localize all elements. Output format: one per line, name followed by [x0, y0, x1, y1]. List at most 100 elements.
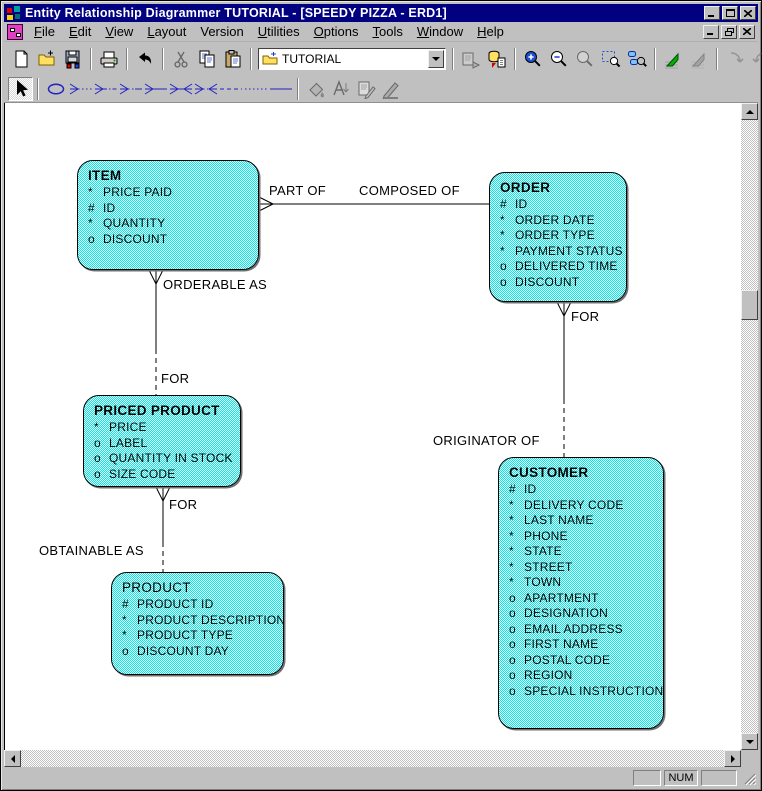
- attribute-prefix: o: [122, 643, 129, 658]
- print-button[interactable]: [96, 46, 122, 72]
- attribute-row: *PRICE PAID: [88, 185, 258, 201]
- menu-version[interactable]: Version: [200, 24, 244, 39]
- relationship-many-mandatory-tool[interactable]: [143, 77, 168, 101]
- mdi-minimize-button[interactable]: [703, 24, 719, 39]
- maximize-button[interactable]: [722, 6, 738, 20]
- requery-icon: [461, 49, 481, 69]
- relationship-one-dashed-tool[interactable]: [218, 77, 243, 101]
- relationship-label-originator-of[interactable]: ORIGINATOR OF: [433, 433, 540, 448]
- menu-options[interactable]: Options: [313, 24, 359, 39]
- zoom-out-button[interactable]: [546, 46, 572, 72]
- new-diagram-button[interactable]: [8, 46, 34, 72]
- relationship-item-priced-product[interactable]: [148, 269, 164, 395]
- scroll-right-button[interactable]: [724, 750, 741, 767]
- relationship-order-customer[interactable]: [556, 301, 572, 457]
- zoomrect-icon: [601, 49, 621, 69]
- entity-order[interactable]: ORDER#ID*ORDER DATE*ORDER TYPE*PAYMENT S…: [489, 172, 627, 302]
- crows-foot-icon: [556, 301, 572, 317]
- scroll-left-button[interactable]: [4, 750, 21, 767]
- relationship-label-for[interactable]: FOR: [571, 309, 600, 324]
- line4-icon: [143, 81, 169, 97]
- entity-customer[interactable]: CUSTOMER#ID*DELIVERY CODE*LAST NAME*PHON…: [498, 457, 664, 729]
- vertical-scroll-thumb[interactable]: [741, 290, 758, 320]
- resync-icon: [663, 49, 683, 69]
- undo-button[interactable]: [132, 46, 158, 72]
- relationship-label-obtainable-as[interactable]: OBTAINABLE AS: [39, 543, 144, 558]
- minimize-button[interactable]: [704, 6, 720, 20]
- relationship-label-for[interactable]: FOR: [169, 497, 198, 512]
- entity-product[interactable]: PRODUCT#PRODUCT ID*PRODUCT DESCRIPTION*P…: [111, 572, 284, 675]
- menu-view[interactable]: View: [105, 24, 134, 39]
- paste-button[interactable]: [220, 46, 246, 72]
- open-diagram-button[interactable]: [34, 46, 60, 72]
- diagram-selector-combo[interactable]: TUTORIAL: [258, 47, 446, 70]
- menu-tools[interactable]: Tools: [372, 24, 403, 39]
- attribute-name: PRICE: [109, 420, 147, 434]
- relationship-label-orderable-as[interactable]: ORDERABLE AS: [163, 277, 268, 292]
- open-icon: [37, 49, 57, 69]
- attribute-row: *QUANTITY: [88, 216, 258, 232]
- close-button[interactable]: [740, 6, 756, 20]
- combo-dropdown-button[interactable]: [428, 49, 444, 68]
- relationship-label-for[interactable]: FOR: [161, 371, 190, 386]
- fit-diagram-button[interactable]: [624, 46, 650, 72]
- attribute-prefix: *: [509, 528, 514, 543]
- relationship-one-dotted-tool[interactable]: [243, 77, 268, 101]
- relationship-many-optional-tool[interactable]: [68, 77, 93, 101]
- relationship-many-mixed-tool[interactable]: [118, 77, 143, 101]
- relationship-item-order[interactable]: [258, 196, 489, 212]
- status-panel-scrl: [701, 769, 737, 786]
- mdi-restore-button[interactable]: [721, 24, 737, 39]
- app-icon[interactable]: [6, 5, 22, 21]
- relationship-many-many-optional-tool[interactable]: [193, 77, 218, 101]
- menu-utilities[interactable]: Utilities: [257, 24, 300, 39]
- save-diagram-button[interactable]: [60, 46, 86, 72]
- scroll-down-button[interactable]: [741, 733, 758, 750]
- update-repository-button[interactable]: [484, 46, 510, 72]
- relationship-many-many-tool[interactable]: [168, 77, 193, 101]
- relationship-priced-product-product[interactable]: [155, 486, 171, 572]
- relationship-one-solid-tool[interactable]: [268, 77, 293, 101]
- diagram-window-icon[interactable]: [7, 23, 23, 40]
- horizontal-scrollbar[interactable]: [4, 750, 741, 767]
- resync-icon: [689, 49, 709, 69]
- vertical-scrollbar[interactable]: [741, 103, 758, 750]
- zoom-area-button[interactable]: [598, 46, 624, 72]
- diagram-canvas[interactable]: PART OF COMPOSED OF ORDERABLE AS FOR FOR OBTA…: [4, 103, 741, 750]
- attribute-prefix: #: [500, 197, 507, 211]
- up-arrow-icon: [745, 106, 754, 114]
- resize-grip[interactable]: [742, 771, 757, 785]
- relationship-label-part-of[interactable]: PART OF: [269, 183, 327, 198]
- attribute-name: PHONE: [524, 528, 568, 543]
- line7-icon: [218, 81, 244, 97]
- attribute-name: QUANTITY: [103, 216, 166, 230]
- scroll-up-button[interactable]: [741, 103, 758, 120]
- toolbar-separator: [90, 47, 92, 70]
- window-title: Entity Relationship Diagrammer TUTORIAL …: [25, 6, 447, 20]
- relationship-many-optional-dotted-tool[interactable]: [93, 77, 118, 101]
- zoom-in-button[interactable]: [520, 46, 546, 72]
- entity-tool[interactable]: [43, 77, 68, 101]
- attribute-name: SIZE CODE: [109, 466, 176, 481]
- copy-icon: [197, 49, 217, 69]
- autolayout-button[interactable]: [660, 46, 686, 72]
- menu-help[interactable]: Help: [477, 24, 504, 39]
- menu-file[interactable]: File: [34, 24, 55, 39]
- right-arrow-icon: [730, 754, 739, 763]
- mdi-close-button[interactable]: [739, 24, 755, 39]
- select-tool[interactable]: [8, 76, 33, 101]
- attribute-row: *PAYMENT STATUS: [500, 244, 626, 260]
- menu-layout[interactable]: Layout: [147, 24, 187, 39]
- attribute-name: DELIVERY CODE: [524, 497, 624, 512]
- menu-window[interactable]: Window: [416, 24, 464, 39]
- menu-edit[interactable]: Edit: [68, 24, 92, 39]
- attribute-row: *STREET: [509, 560, 663, 576]
- copy-button[interactable]: [194, 46, 220, 72]
- attribute-prefix: o: [509, 621, 516, 636]
- relationship-label-composed-of[interactable]: COMPOSED OF: [359, 183, 460, 198]
